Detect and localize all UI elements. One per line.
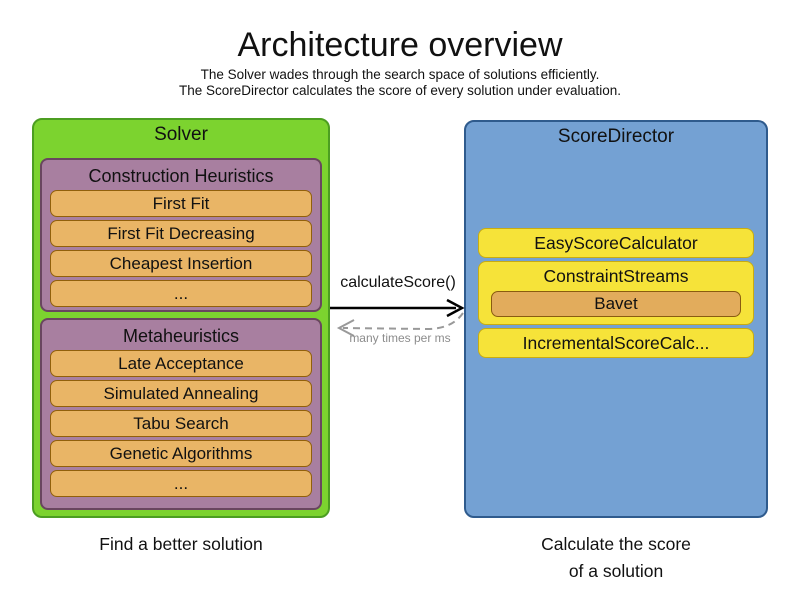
score-director-caption: Calculate the score of a solution xyxy=(464,531,768,585)
score-director-caption-line2: of a solution xyxy=(568,561,664,581)
subtitle-line-1: The Solver wades through the search spac… xyxy=(200,67,600,82)
frequency-label: many times per ms xyxy=(349,331,451,345)
bavet-box: Bavet xyxy=(491,291,741,317)
constraint-streams-box: ConstraintStreams Bavet xyxy=(478,261,754,325)
algorithm-item-first-fit-decreasing: First Fit Decreasing xyxy=(50,220,312,247)
score-director-caption-line1: Calculate the score xyxy=(541,534,691,554)
solver-box: Solver Construction Heuristics First Fit… xyxy=(32,118,330,518)
easy-score-calculator-box: EasyScoreCalculator xyxy=(478,228,754,258)
calculate-score-call-label: calculateScore() xyxy=(340,274,456,291)
algorithm-item-first-fit: First Fit xyxy=(50,190,312,217)
score-director-box: ScoreDirector EasyScoreCalculator Constr… xyxy=(464,120,768,518)
algorithm-item-genetic-algorithms: Genetic Algorithms xyxy=(50,440,312,467)
construction-heuristics-group: Construction Heuristics First Fit First … xyxy=(40,158,322,312)
construction-heuristics-label: Construction Heuristics xyxy=(88,166,274,186)
constraint-streams-label: ConstraintStreams xyxy=(543,266,689,286)
algorithm-item-late-acceptance: Late Acceptance xyxy=(50,350,312,377)
algorithm-item-cheapest-insertion: Cheapest Insertion xyxy=(50,250,312,277)
solver-caption: Find a better solution xyxy=(99,534,263,554)
return-arrow-line xyxy=(342,312,464,331)
subtitle-line-2: The ScoreDirector calculates the score o… xyxy=(179,83,621,98)
call-arrow-head xyxy=(446,298,465,318)
algorithm-item-ellipsis: ... xyxy=(50,470,312,497)
incremental-score-calculator-box: IncrementalScoreCalc... xyxy=(478,328,754,358)
metaheuristics-label: Metaheuristics xyxy=(122,326,240,346)
calculator-stack: EasyScoreCalculator ConstraintStreams Ba… xyxy=(478,228,754,361)
algorithm-item-ellipsis: ... xyxy=(50,280,312,307)
solver-label: Solver xyxy=(154,124,208,145)
page-title: Architecture overview xyxy=(237,26,563,64)
call-and-return-arrows xyxy=(330,298,465,337)
metaheuristics-group: Metaheuristics Late Acceptance Simulated… xyxy=(40,318,322,510)
algorithm-item-tabu-search: Tabu Search xyxy=(50,410,312,437)
algorithm-item-simulated-annealing: Simulated Annealing xyxy=(50,380,312,407)
score-director-label: ScoreDirector xyxy=(557,126,675,147)
return-arrow-head xyxy=(336,319,355,337)
